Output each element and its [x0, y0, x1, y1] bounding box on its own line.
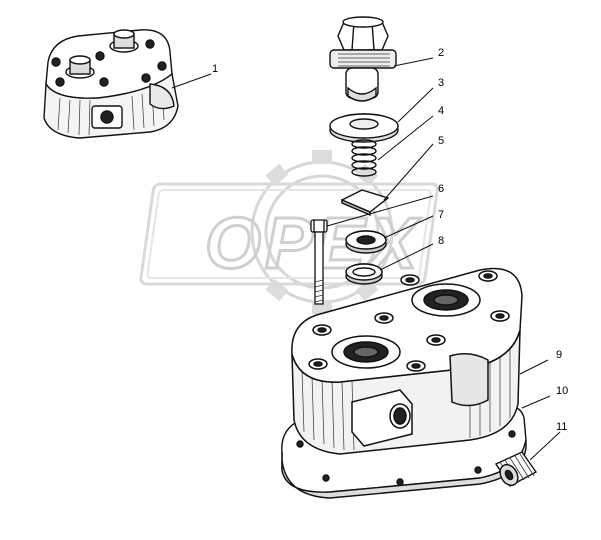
callout-8: 8 [438, 235, 444, 247]
part-2-plug [329, 16, 397, 102]
callout-4: 4 [438, 105, 444, 117]
part-9-side-port [351, 389, 413, 447]
watermark-frame [139, 182, 439, 286]
part-9-port-left [331, 335, 401, 369]
callout-labels: 1 2 3 4 5 6 7 8 9 10 11 [212, 47, 568, 433]
callout-10: 10 [556, 385, 568, 397]
watermark-text: OPEX [205, 204, 421, 284]
part-11-threaded-plug [494, 451, 538, 487]
part-5-plate [340, 189, 390, 217]
part-9-cylinder-head [291, 267, 523, 455]
callout-1: 1 [212, 63, 218, 75]
part-8-ring [345, 263, 383, 285]
part-4-spring [351, 139, 377, 177]
callout-2: 2 [438, 47, 444, 59]
part-1-plug-right [109, 29, 139, 53]
watermark: OPEX [139, 150, 439, 314]
part-6-bolt [310, 219, 328, 305]
callout-6: 6 [438, 183, 444, 195]
callout-11: 11 [556, 421, 567, 433]
callout-9: 9 [556, 349, 562, 361]
callout-3: 3 [438, 77, 444, 89]
part-1-head-assembly [43, 29, 179, 139]
part-1-plug-left [65, 55, 95, 79]
leader-lines [171, 57, 561, 461]
part-3-valve-disc [329, 113, 399, 143]
part-9-port-right [411, 283, 481, 317]
callout-5: 5 [438, 135, 444, 147]
callout-7: 7 [438, 209, 444, 221]
part-7-washer [345, 230, 387, 254]
